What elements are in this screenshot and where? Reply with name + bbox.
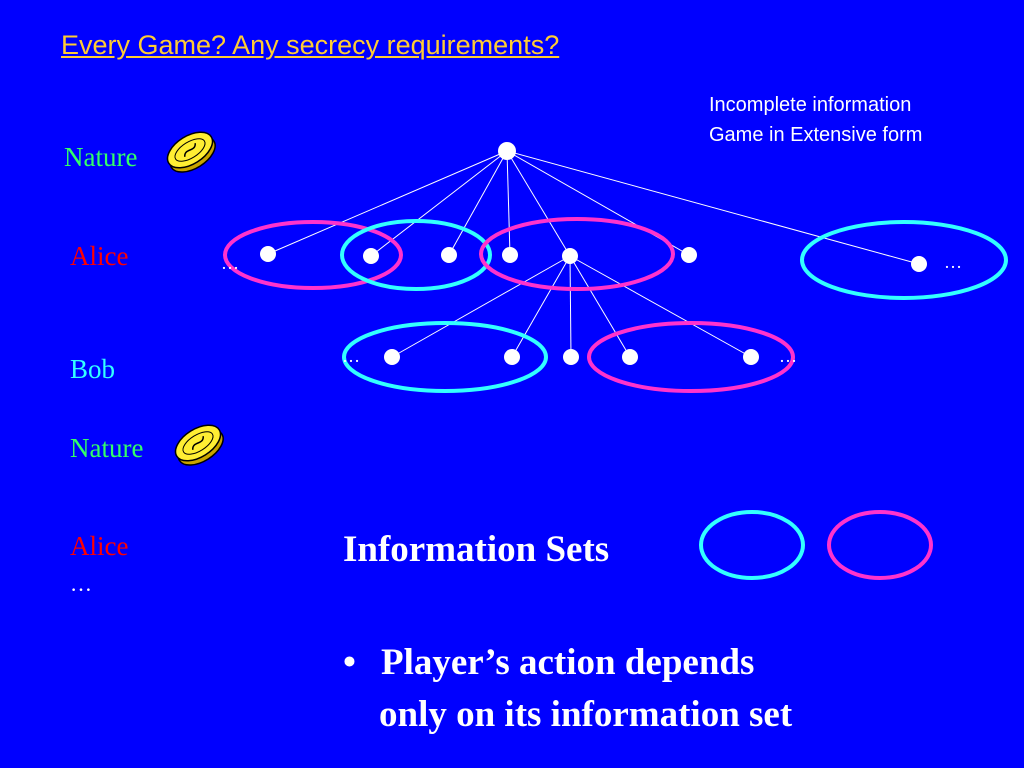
bullet-symbol: •	[343, 642, 356, 683]
legend-title: Information Sets	[343, 529, 610, 570]
subtitle-line-1: Incomplete information	[709, 94, 912, 116]
alice-node	[363, 248, 379, 264]
info-set-alice-cyan-2	[800, 220, 1008, 300]
info-set-alice-magenta-2	[479, 217, 675, 291]
edge	[391, 255, 571, 358]
diagram-subtitle: Incomplete information Game in Extensive…	[709, 90, 922, 150]
edge	[569, 255, 752, 358]
player-label-alice-2: Alice	[70, 531, 129, 561]
alice-node	[911, 256, 927, 272]
player-label-nature-1: Nature	[64, 142, 138, 172]
alice-node	[562, 248, 578, 264]
root-edges	[267, 150, 920, 265]
info-set-bob-magenta	[587, 321, 795, 393]
edge	[506, 150, 920, 265]
root-node	[498, 142, 516, 160]
bullet-line-1: Player’s action depends	[381, 642, 755, 683]
edge	[511, 255, 571, 358]
player-label-alice-1: Alice	[70, 241, 129, 271]
edge	[370, 150, 508, 257]
bob-node	[563, 349, 579, 365]
alice-node	[681, 247, 697, 263]
tree-ellipsis: …	[944, 252, 962, 272]
tree-ellipsis: …	[221, 253, 239, 273]
player-label-bob: Bob	[70, 354, 116, 384]
bob-node	[743, 349, 759, 365]
edge	[506, 150, 571, 257]
coin-icon	[174, 424, 224, 466]
tree-ellipsis: …	[342, 346, 360, 366]
edge	[569, 255, 572, 358]
edge	[267, 150, 508, 255]
edge	[569, 255, 631, 358]
tree-ellipsis: …	[779, 346, 797, 366]
bob-node	[504, 349, 520, 365]
info-set-bob-cyan	[342, 321, 548, 393]
info-set-alice-cyan-1	[340, 219, 492, 291]
alice-node	[502, 247, 518, 263]
subtitle-line-2: Game in Extensive form	[709, 124, 923, 146]
bob-node	[384, 349, 400, 365]
bob-node	[622, 349, 638, 365]
tree-nodes	[260, 142, 927, 365]
slide-title: Every Game? Any secrecy requirements?	[61, 30, 560, 60]
coin-icon	[166, 131, 216, 173]
alice-edges	[391, 255, 752, 358]
alice-node	[441, 247, 457, 263]
bullet-line-2: only on its information set	[379, 694, 793, 735]
player-label-ellipsis: …	[70, 571, 92, 596]
edge	[506, 150, 511, 256]
player-label-nature-2: Nature	[70, 433, 144, 463]
alice-node	[260, 246, 276, 262]
edge	[448, 150, 508, 256]
legend-info-set-magenta	[827, 510, 933, 580]
legend-info-set-cyan	[699, 510, 805, 580]
bullet-point: • Player’s action depends only on its inf…	[343, 637, 792, 741]
info-set-alice-magenta-1	[223, 220, 403, 290]
